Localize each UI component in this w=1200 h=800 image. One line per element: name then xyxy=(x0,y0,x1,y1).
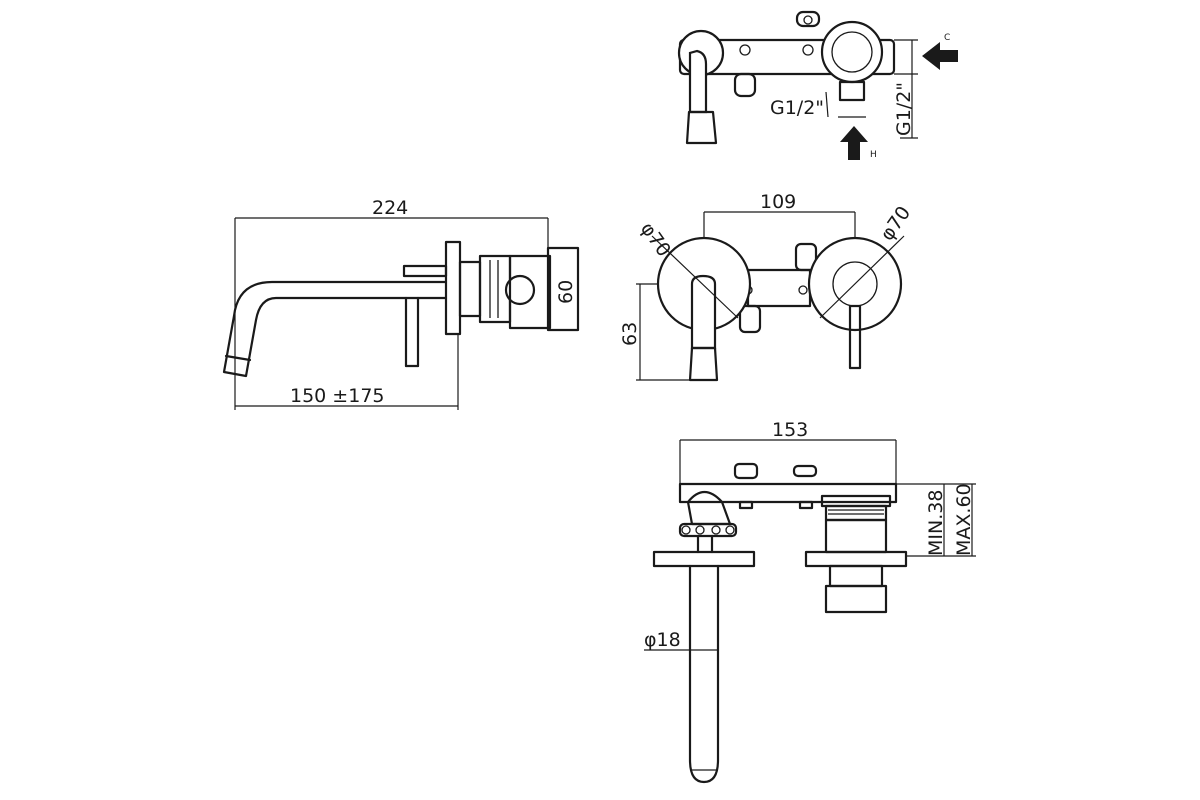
hot-arrow-icon xyxy=(840,126,868,160)
bottom-width-label: 153 xyxy=(772,419,808,441)
front-right-diameter-label: φ70 xyxy=(876,202,915,245)
top-view: C H G1/2" G1/2" xyxy=(677,10,958,160)
side-height-label: 60 xyxy=(555,280,577,304)
bottom-max-label: MAX.60 xyxy=(953,483,975,556)
side-end-block xyxy=(546,246,580,332)
front-spacing-label: 109 xyxy=(760,191,796,213)
side-cartridge xyxy=(504,274,536,306)
bottom-view: 153 φ18 MIN. xyxy=(644,419,976,784)
bottom-handle xyxy=(824,584,888,614)
bottom-min-label: MIN.38 xyxy=(925,490,947,556)
front-spout xyxy=(690,274,717,350)
bottom-spout-diameter-label: φ18 xyxy=(644,629,681,651)
bottom-left-plate xyxy=(652,550,756,568)
top-spout-tip xyxy=(685,110,718,145)
cold-arrow-icon xyxy=(922,42,958,70)
side-spout xyxy=(222,280,448,378)
bottom-spout xyxy=(688,564,720,784)
side-projection-label: 150 ±175 xyxy=(290,385,385,407)
hot-label: H xyxy=(870,150,877,160)
top-inlet-label-h: G1/2" xyxy=(770,97,824,119)
front-lever xyxy=(848,304,862,370)
bottom-body xyxy=(678,482,898,504)
front-height-label: 63 xyxy=(619,322,641,346)
top-cartridge xyxy=(820,20,884,84)
side-escutcheon xyxy=(444,240,462,336)
bottom-right-plate xyxy=(804,550,908,568)
side-length-label: 224 xyxy=(372,197,408,219)
top-inlet-label-v: G1/2" xyxy=(893,82,915,136)
cold-label: C xyxy=(944,33,950,43)
front-view: 109 φ70 φ70 63 xyxy=(619,191,915,382)
top-spout xyxy=(688,49,708,114)
side-view: 224 60 150 ±175 xyxy=(222,197,580,410)
